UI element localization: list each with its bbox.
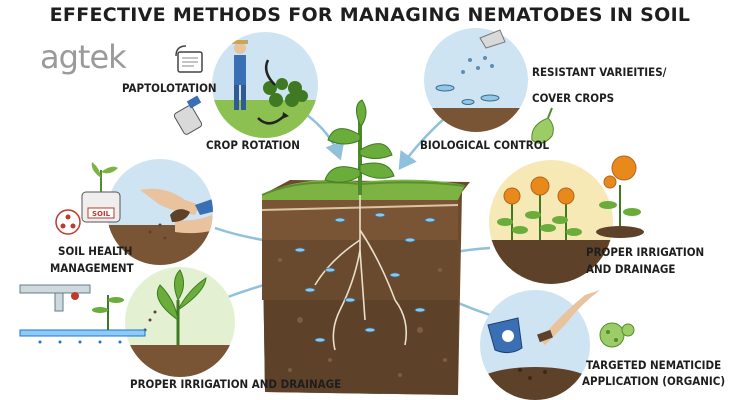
nematicide-label: TARGETED NEMATICIDE [586,358,722,372]
rotation-icon [175,45,203,73]
soil-management-label: MANAGEMENT [50,261,134,275]
soil-block [261,99,470,395]
resistant-varieties-label: RESISTANT VARIEITIES/ [532,65,667,79]
drainage-right-label: AND DRAINAGE [586,262,676,276]
biological-control-label: BIOLOGICAL CONTROL [420,138,550,152]
crop-rotation-label: CROP ROTATION [206,138,300,152]
agtek-logo: agtek [40,38,127,76]
soil-kit-icon [81,162,121,223]
page-title: EFFECTIVE METHODS FOR MANAGING NEMATODES… [49,4,691,26]
irrigation-bottom-label: PROPER IRRIGATION AND DRAINAGE [130,377,342,391]
bug-icon [599,322,635,348]
nematicide-organic-label: APPLICATION (ORGANIC) [582,374,726,388]
soil-sign-label: SOIL [92,210,111,218]
biological-control-illustration [424,28,528,132]
irrigation-illustration [125,267,235,377]
molecule-icon [55,209,81,235]
soil-health-label: SOIL HEALTH [58,244,133,258]
potted-marigold-icon [596,155,644,238]
crop-rotation-illustration [212,32,318,138]
irrigation-pipe-icon [19,284,146,344]
pepper-icon [531,107,554,144]
tool-icon [173,95,203,135]
irrigation-right-label: PROPER IRRIGATION [586,245,705,259]
paptolotation-label: PAPTOLOTATION [122,81,217,95]
marigold-illustration [489,160,613,284]
cover-crops-label: COVER CROPS [532,91,615,105]
